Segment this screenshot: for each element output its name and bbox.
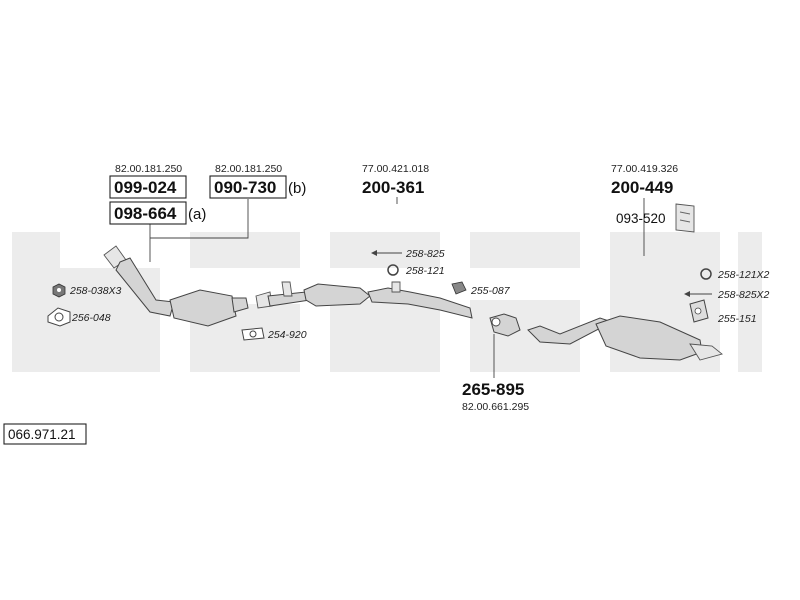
part-number-265-895[interactable]: 265-895	[462, 380, 524, 399]
leader-lines	[149, 197, 712, 378]
nut-icon	[52, 283, 66, 298]
part-suffix-098-664: (a)	[188, 206, 206, 223]
part-box-098-664	[109, 201, 187, 225]
accessory-258-121[interactable]: 258-121	[405, 265, 445, 277]
part-number-090-730[interactable]: 090-730	[214, 178, 276, 197]
center-pipe-silencer	[255, 281, 473, 319]
accessory-255-087[interactable]: 255-087	[470, 285, 511, 297]
part-number-093-520[interactable]: 093-520	[616, 211, 666, 226]
diagram-id: 066.971.21	[8, 427, 76, 442]
accessory-258-825[interactable]: 258-825	[405, 248, 445, 260]
rear-pipe-silencer	[527, 315, 723, 361]
part-number-098-664[interactable]: 098-664	[114, 204, 177, 223]
part-box-090-730	[209, 175, 287, 199]
accessory-258-825x2[interactable]: 258-825X2	[717, 289, 770, 301]
oe-number-200-361: 77.00.421.018	[362, 163, 429, 175]
part-number-200-361[interactable]: 200-361	[362, 178, 424, 197]
accessory-256-048[interactable]: 256-048	[71, 312, 111, 324]
accessory-258-121x2[interactable]: 258-121X2	[717, 269, 770, 281]
oe-number-200-449: 77.00.419.326	[611, 163, 678, 175]
part-number-200-449[interactable]: 200-449	[611, 178, 673, 197]
clamp-icon	[451, 281, 467, 295]
accessory-255-151[interactable]: 255-151	[717, 313, 757, 325]
accessory-254-920[interactable]: 254-920	[267, 329, 307, 341]
oe-number-090-730: 82.00.181.250	[215, 163, 282, 175]
bracket-icon	[689, 299, 709, 323]
part-suffix-090-730: (b)	[288, 180, 306, 197]
clamp-connector	[489, 313, 521, 337]
part-number-099-024[interactable]: 099-024	[114, 178, 177, 197]
ring-icon	[387, 264, 712, 280]
oe-number-265-895: 82.00.661.295	[462, 401, 529, 413]
diagram-id-box	[3, 423, 87, 445]
part-box-099-024	[109, 175, 187, 199]
front-downpipe-catalyst	[103, 245, 249, 327]
oe-number-099-024: 82.00.181.250	[115, 163, 182, 175]
gasket-icon	[47, 307, 71, 327]
flange-gasket-icon	[241, 327, 265, 341]
heat-shield-icon	[675, 203, 695, 233]
accessory-258-038x3[interactable]: 258-038X3	[69, 285, 122, 297]
